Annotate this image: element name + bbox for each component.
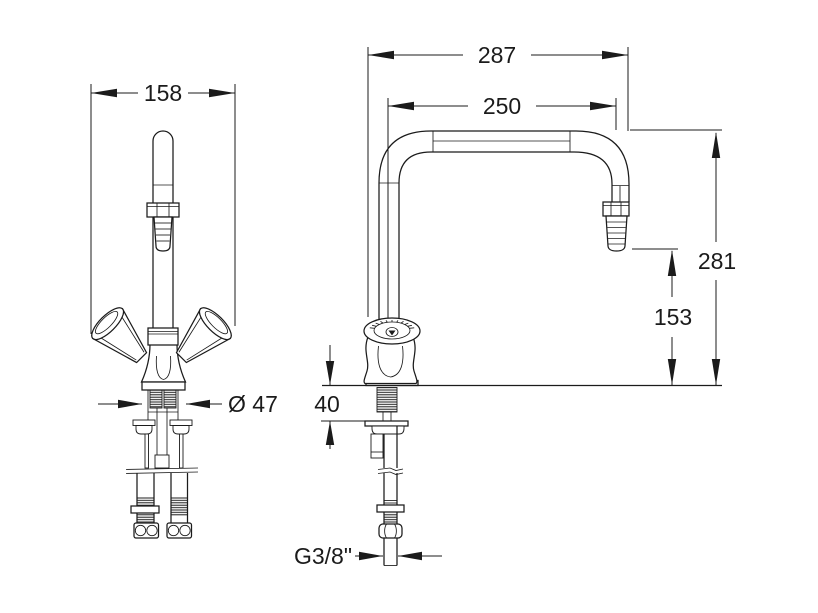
dimension-front-width: 158 [90, 80, 236, 334]
dimension-total-depth: 287 [367, 42, 629, 317]
side-outlet-nut [602, 201, 630, 217]
dimension-total-height: 281 [630, 129, 736, 385]
front-right-handle [175, 307, 232, 364]
dim-label-base-diameter: Ø 47 [228, 391, 278, 417]
side-view-faucet [322, 130, 722, 566]
dimension-base-diameter: Ø 47 [98, 391, 278, 417]
dimension-inlet-thread: G3/8" [294, 543, 442, 569]
front-left-hex-nut [133, 522, 160, 539]
front-washer [130, 505, 160, 514]
side-handle-body [363, 336, 418, 385]
dimensions: 158 287 250 281 [90, 42, 736, 569]
dimension-outlet-clearance: 153 [632, 248, 692, 385]
dim-label-outlet-clearance: 153 [654, 304, 692, 330]
dim-label-deck-section: 40 [314, 391, 340, 417]
front-right-hex-nut [166, 522, 193, 539]
front-hose-barb [153, 216, 173, 252]
dim-label-spout-reach: 250 [483, 93, 521, 119]
side-washer [376, 504, 405, 513]
knob-knurl-ticks [369, 320, 415, 329]
front-view-faucet [91, 130, 232, 539]
front-base-plate [141, 381, 186, 391]
dim-label-front-width: 158 [144, 80, 182, 106]
side-hex-nut [378, 523, 403, 539]
dim-label-total-depth: 287 [478, 42, 516, 68]
dim-label-total-height: 281 [698, 248, 736, 274]
front-left-handle [91, 307, 148, 364]
dimension-deck-section: 40 [314, 345, 365, 449]
dimension-spout-reach: 250 [387, 93, 617, 318]
front-outlet-nut [146, 202, 180, 218]
side-hose-barb [605, 215, 628, 252]
dim-label-inlet-thread: G3/8" [294, 543, 352, 569]
